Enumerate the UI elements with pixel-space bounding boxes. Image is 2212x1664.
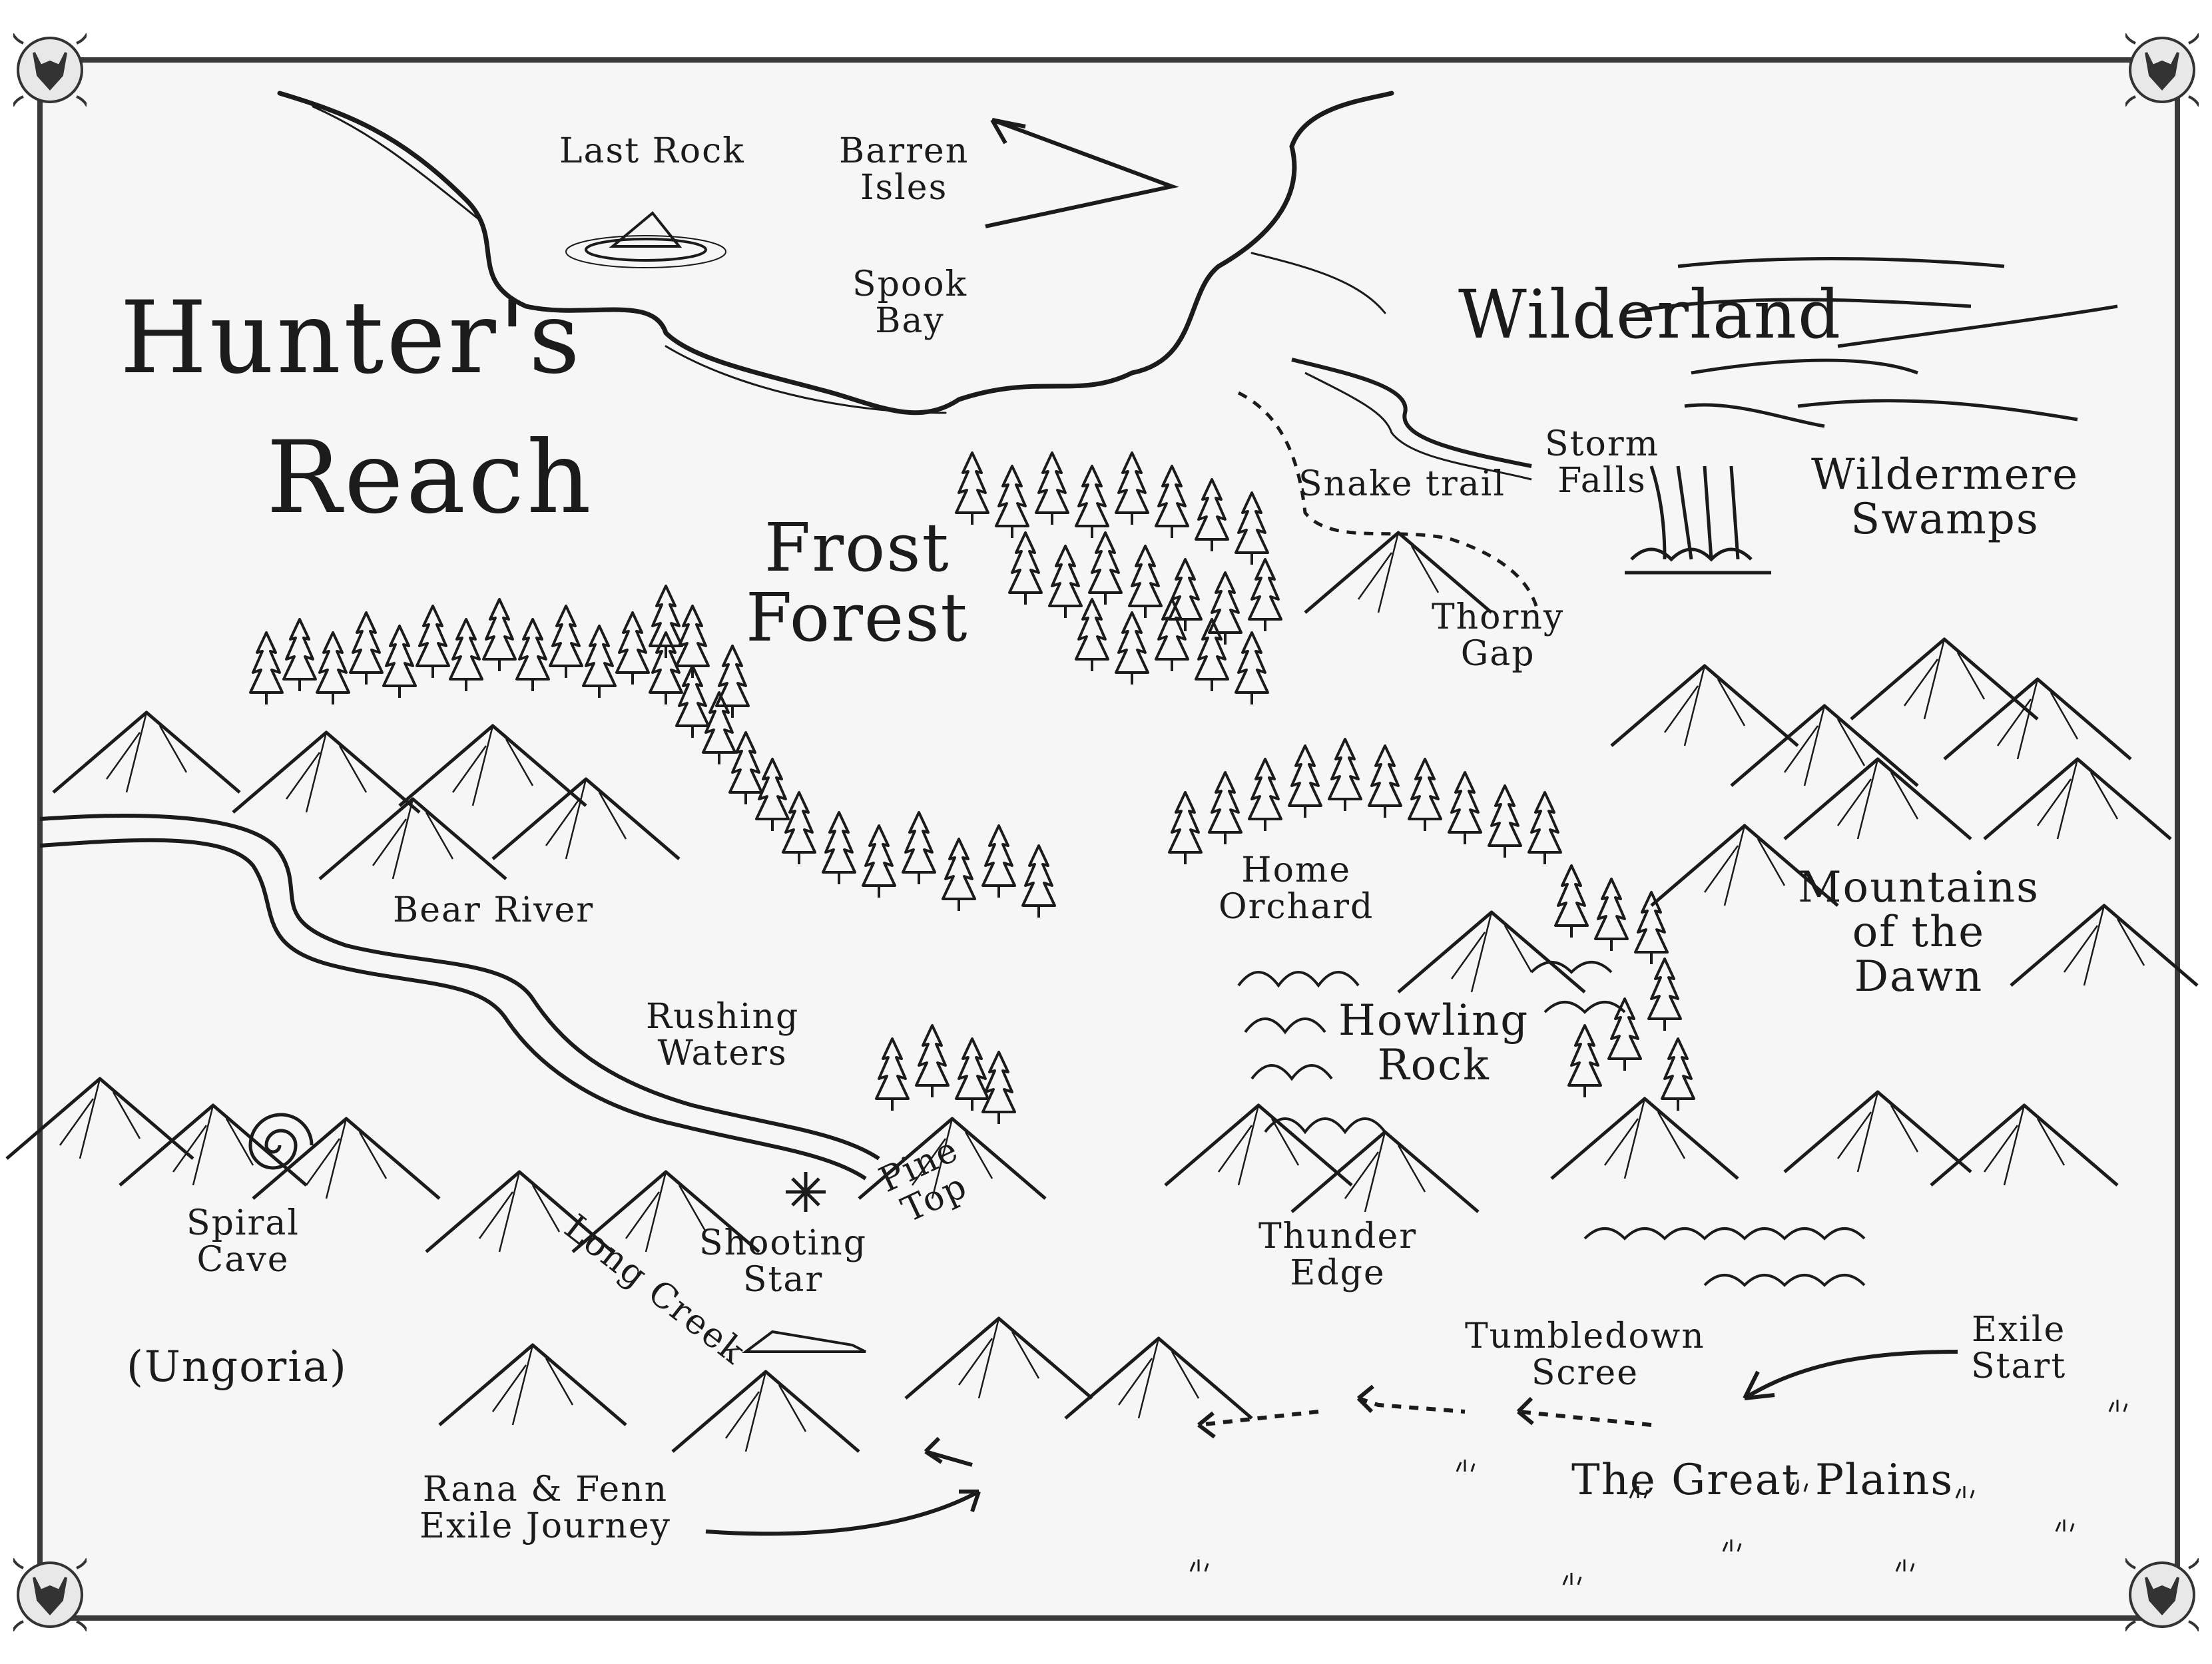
region-wildermere-swamps: Wildermere Swamps [1811,450,2079,545]
place-thunder-edge: Thunder Edge [1258,1217,1418,1293]
place-barren-isles: Barren Isles [839,131,969,208]
wolf-head-icon [13,33,87,107]
wolf-head-icon [2125,1558,2199,1631]
direction-arrow-icon [985,118,1179,228]
bear-river [39,814,880,1181]
map-paper [40,60,2177,1618]
place-storm-falls: Storm Falls [1545,424,1659,501]
place-shooting-star: Shooting Star [699,1223,868,1300]
exile-journey-route [705,1350,1958,1536]
map-title-line2: Reach [266,420,594,536]
region-ungoria: (Ungoria) [127,1342,348,1392]
place-spook-bay: Spook Bay [852,264,968,341]
snake-trail [1237,391,1540,613]
map-frame [37,57,2180,1621]
spiral-cave-icon [248,1113,314,1170]
storm-falls [1625,465,1771,575]
last-rock-island [565,211,726,268]
place-bear-river: Bear River [393,890,595,930]
wolf-head-icon [13,1558,87,1631]
wolf-head-icon [2125,33,2199,107]
wilderland-river [1291,358,1532,481]
place-snake-trail: Snake trail [1298,464,1506,504]
shooting-star-icon [786,1172,826,1212]
region-great-plains: The Great Plains [1571,1456,1954,1505]
place-rushing-waters: Rushing Waters [646,997,800,1073]
place-tumbledown-scree: Tumbledown Scree [1465,1316,1705,1393]
place-spiral-cave: Spiral Cave [186,1203,300,1280]
place-last-rock: Last Rock [559,131,745,171]
place-home-orchard: Home Orchard [1219,850,1374,927]
howling-rock-shrubs [1237,961,1626,1135]
swamp-streaks [1624,256,2118,428]
region-mountains-of-the-dawn: Mountains of the Dawn [1798,863,2040,1002]
place-exile-start: Exile Start [1971,1310,2067,1386]
place-exile-journey: Rana & Fenn Exile Journey [419,1470,671,1546]
coastline [277,91,1394,416]
region-wilderland: Wilderland [1458,276,1842,354]
place-thorny-gap: Thorny Gap [1432,597,1565,674]
shooting-star-rock [742,1330,866,1353]
region-frost-forest: Frost Forest [746,509,969,657]
plains-shrubs [1583,1227,1866,1287]
place-howling-rock: Howling Rock [1338,996,1529,1091]
map-title-line1: Hunter's [120,280,583,396]
